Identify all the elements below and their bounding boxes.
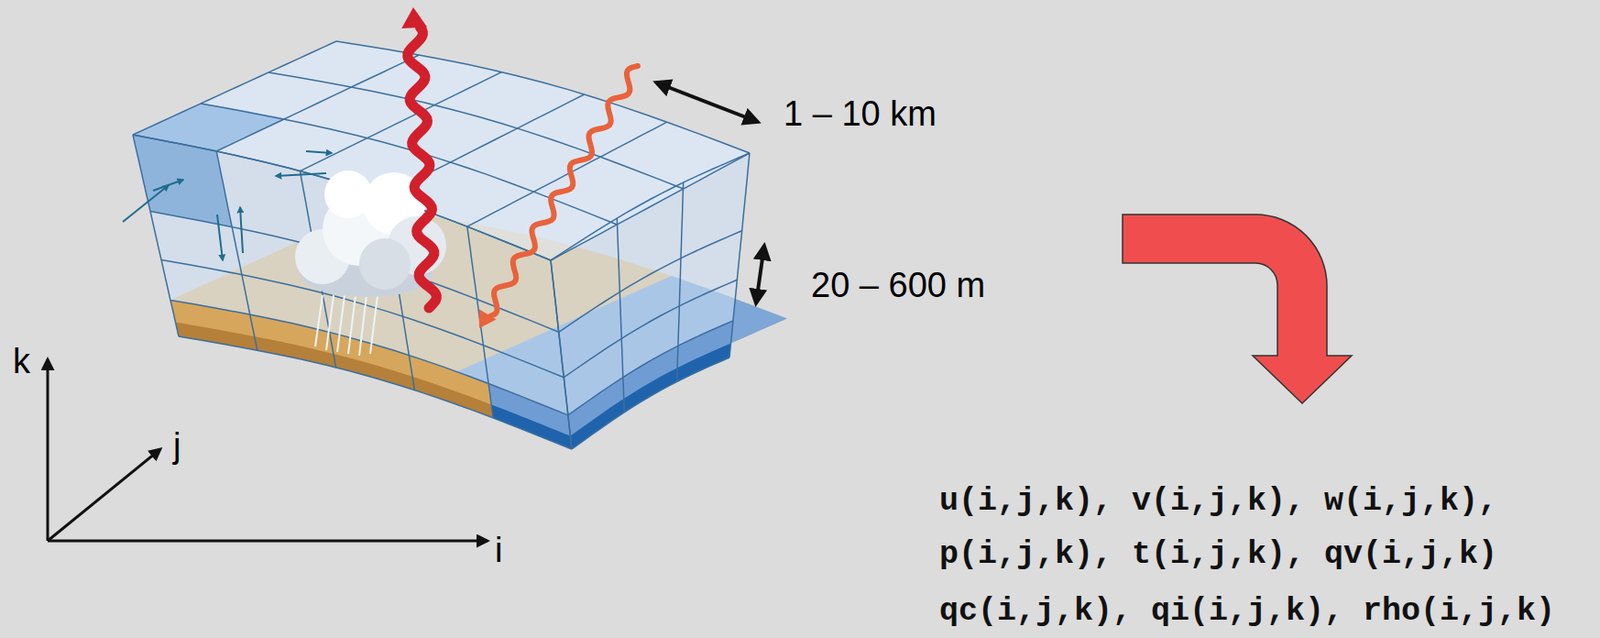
dimension-label: 1 – 10 km [783, 93, 937, 136]
grid-line [568, 320, 734, 416]
dimension-arrows [656, 82, 765, 304]
grid-line [132, 41, 337, 135]
model-grid-box [132, 41, 788, 450]
wave-arrowhead [479, 308, 497, 329]
variable-list: p(i,j,k), t(i,j,k), qv(i,j,k) [939, 535, 1498, 574]
wave-arrow [407, 27, 438, 308]
highlight-cell [132, 102, 285, 152]
rain [315, 295, 378, 356]
grid-line [467, 121, 668, 227]
grid-line [677, 182, 684, 382]
grid-line [216, 54, 419, 152]
grid-line [268, 72, 684, 189]
axis-label: i [494, 529, 503, 572]
grid-line [216, 151, 258, 351]
grid-line [563, 279, 737, 377]
ocean-layer [568, 320, 734, 450]
grid-line [299, 72, 502, 172]
variable-list: u(i,j,k), v(i,j,k), w(i,j,k), [939, 482, 1498, 521]
bent-arrow [1122, 214, 1352, 404]
axis-label: j [173, 425, 181, 468]
grid-line [132, 134, 179, 337]
dimension-label: 20 – 600 m [810, 264, 986, 307]
grid-line [616, 218, 625, 413]
wave-arrow [490, 65, 638, 317]
radiation-arrows [401, 7, 638, 329]
ground-layer [175, 322, 494, 418]
grid-line [729, 153, 750, 358]
axes [47, 359, 488, 541]
grid-line [550, 153, 750, 261]
axis-label: k [12, 340, 31, 384]
flow-arrows [122, 151, 332, 261]
grid-line [550, 260, 572, 450]
grid-line [550, 153, 750, 261]
grid-line [571, 357, 730, 450]
grid-line [558, 230, 743, 333]
wave-arrowhead [401, 7, 428, 29]
variable-list: qc(i,j,k), qi(i,j,k), rho(i,j,k) [939, 591, 1556, 631]
grid-line [550, 260, 572, 450]
grid-line [178, 336, 572, 450]
grid-line [336, 41, 750, 154]
top-face [132, 41, 750, 261]
ocean-layer [488, 383, 572, 450]
grid-line [170, 299, 569, 416]
